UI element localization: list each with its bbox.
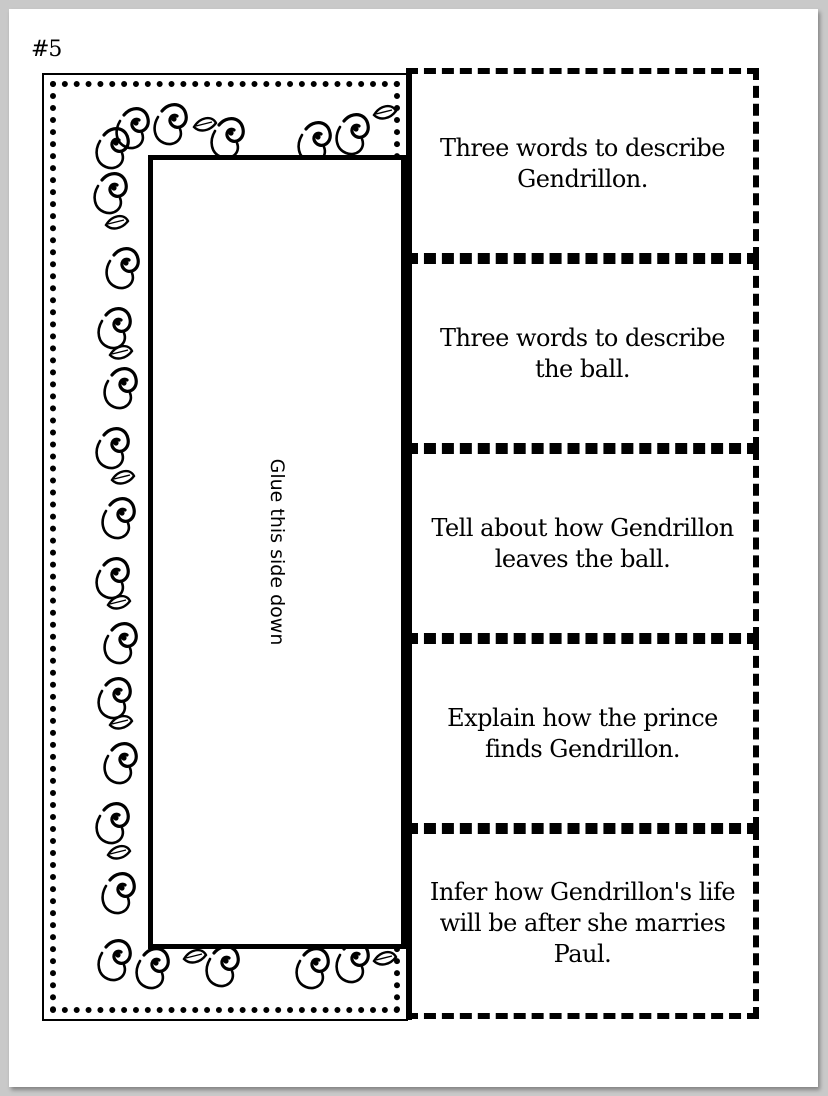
flap-5-text: Infer how Gendrillon's life will be afte… [429,878,736,968]
flap-2-text: Three words to describe the ball. [439,323,726,383]
flap-4: Explain how the prince finds Gendrillon. [406,638,759,829]
glue-area: Glue this side down [148,155,406,949]
page-number: #5 [31,37,62,62]
decorative-glue-panel: Glue this side down [42,73,408,1021]
flap-2: Three words to describe the ball. [406,258,759,449]
flap-3: Tell about how Gendrillon leaves the bal… [406,448,759,639]
flap-3-text: Tell about how Gendrillon leaves the bal… [431,513,734,573]
fold-line [406,71,412,1020]
glue-label: Glue this side down [266,458,288,646]
flap-4-text: Explain how the prince finds Gendrillon. [447,703,718,763]
flap-1: Three words to describe Gendrillon. [406,68,759,259]
flap-column: Three words to describe Gendrillon. Thre… [406,68,759,1020]
flap-5: Infer how Gendrillon's life will be afte… [406,828,759,1019]
worksheet-page: #5 [9,9,818,1087]
flap-1-text: Three words to describe Gendrillon. [439,133,726,193]
